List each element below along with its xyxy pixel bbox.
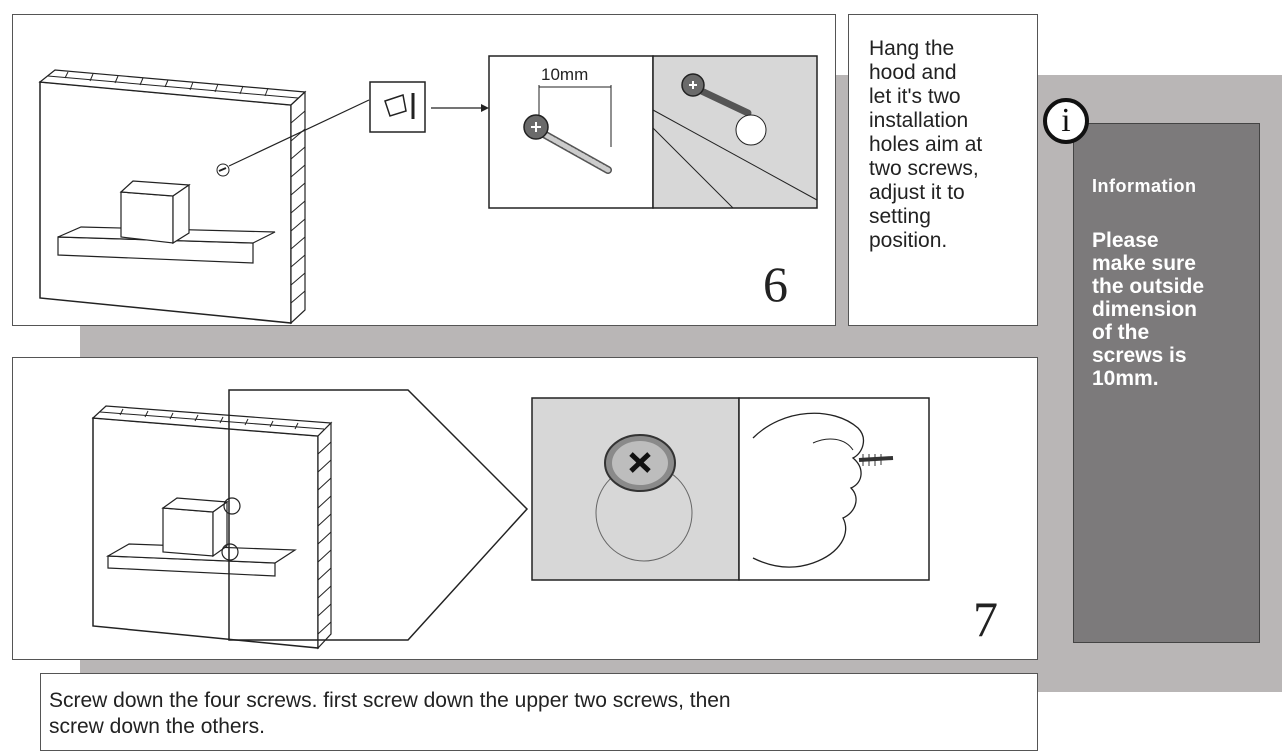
instruction-line: let it's two: [869, 85, 961, 108]
caption-line: screw down the others.: [49, 715, 265, 738]
info-line: of the: [1092, 321, 1150, 344]
step7-caption-text: Screw down the four screws. first screw …: [49, 688, 731, 740]
dimension-label: 10mm: [541, 65, 589, 84]
info-line: Please: [1092, 229, 1159, 252]
step6-illustration-panel: 10mm 6: [12, 14, 836, 326]
instruction-line: setting: [869, 205, 931, 228]
info-line: 10mm.: [1092, 367, 1159, 390]
caption-line: Screw down the four screws. first screw …: [49, 689, 731, 712]
step6-instruction-panel: Hang the hood and let it's two installat…: [848, 14, 1038, 326]
instruction-line: installation: [869, 109, 969, 132]
information-body: Please make sure the outside dimension o…: [1092, 229, 1204, 390]
instruction-line: hood and: [869, 61, 957, 84]
wall-hood-zoom-illustration: [91, 389, 930, 650]
instruction-line: two screws,: [869, 157, 979, 180]
info-line: screws is: [1092, 344, 1187, 367]
instruction-line: position.: [869, 229, 948, 252]
info-icon-glyph: i: [1061, 102, 1071, 139]
step-number-6: 6: [763, 256, 788, 312]
step7-caption-panel: Screw down the four screws. first screw …: [40, 673, 1038, 751]
info-icon: i: [1043, 98, 1089, 144]
step-number-7: 7: [973, 591, 998, 647]
information-box: Information Please make sure the outside…: [1073, 123, 1260, 643]
wall-hood-illustration: [38, 55, 818, 325]
step7-illustration-panel: 7: [12, 357, 1038, 660]
info-line: make sure: [1092, 252, 1196, 275]
instruction-line: Hang the: [869, 37, 955, 60]
instruction-line: adjust it to: [869, 181, 965, 204]
step6-instruction-text: Hang the hood and let it's two installat…: [869, 37, 982, 253]
instruction-line: holes aim at: [869, 133, 983, 156]
information-title: Information: [1092, 176, 1197, 196]
info-line: the outside: [1092, 275, 1205, 298]
info-line: dimension: [1092, 298, 1198, 321]
